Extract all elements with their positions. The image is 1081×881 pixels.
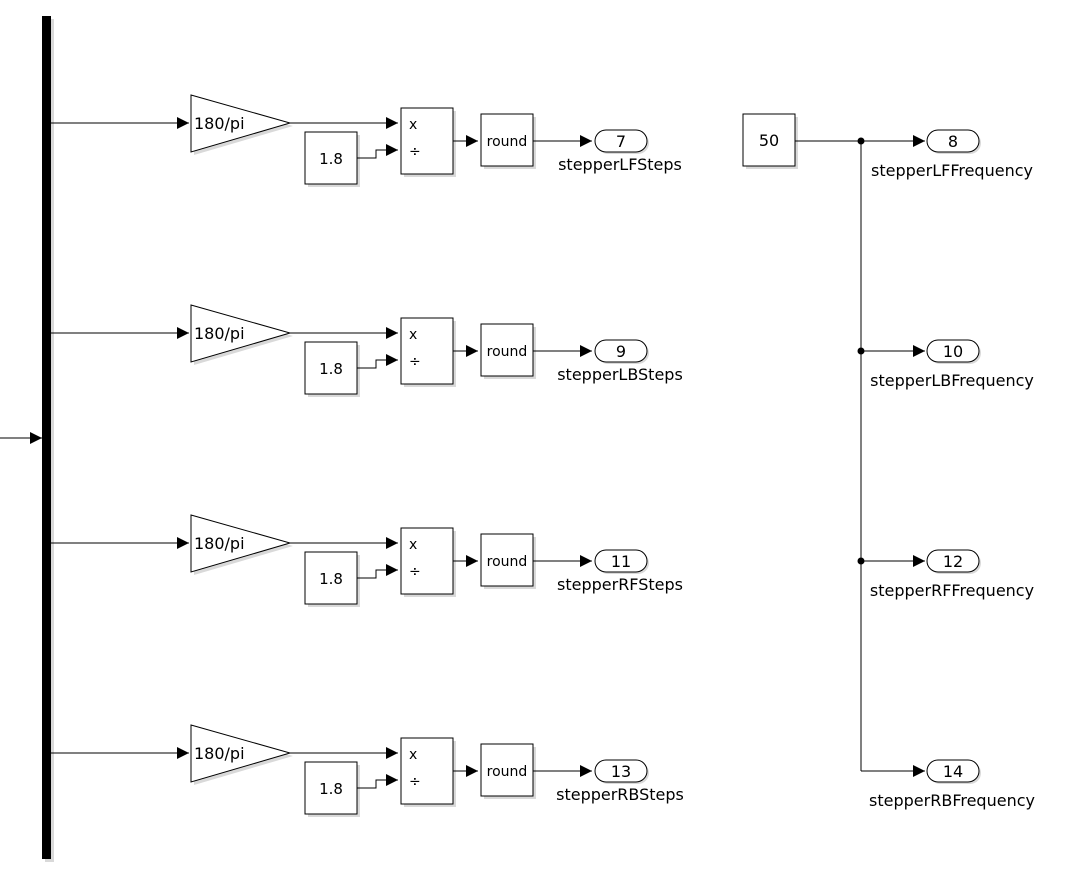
round-label: round xyxy=(487,764,528,780)
step-row-1: 180/pi 1.8 x ÷ round 7 stepperLFSteps xyxy=(51,94,682,187)
gain-block[interactable] xyxy=(190,514,292,573)
steps-outport[interactable] xyxy=(594,549,648,573)
frequency-outport-number: 8 xyxy=(948,132,958,151)
round-label: round xyxy=(487,344,528,360)
round-block[interactable] xyxy=(480,743,534,797)
steps-outport-label: stepperLFSteps xyxy=(558,155,682,174)
steps-outport[interactable] xyxy=(594,339,648,363)
product-block[interactable] xyxy=(400,737,454,805)
constant-to-product-line[interactable] xyxy=(357,354,398,369)
frequency-outport-number: 14 xyxy=(943,762,963,781)
frequency-section: 50 8 stepperLFFrequency 10 stepperLBFrequenc… xyxy=(742,113,1035,810)
gain-label: 180/pi xyxy=(194,534,245,553)
frequency-constant-label: 50 xyxy=(759,131,779,150)
steps-outport[interactable] xyxy=(594,129,648,153)
frequency-outport[interactable] xyxy=(926,339,980,363)
frequency-outport[interactable] xyxy=(926,129,980,153)
divisor-constant-block[interactable] xyxy=(304,341,358,395)
steps-outport[interactable] xyxy=(594,759,648,783)
constant-to-product-line[interactable] xyxy=(357,774,398,789)
gain-block[interactable] xyxy=(190,94,292,153)
frequency-constant-block[interactable] xyxy=(742,113,796,167)
constant-to-product-line[interactable] xyxy=(357,564,398,579)
gain-block[interactable] xyxy=(190,724,292,783)
divisor-constant-block[interactable] xyxy=(304,551,358,605)
divisor-constant-label: 1.8 xyxy=(319,360,343,378)
gain-label: 180/pi xyxy=(194,324,245,343)
product-multiply-sign: x xyxy=(409,747,417,763)
step-row-3: 180/pi 1.8 x ÷ round 11 stepperRFSteps xyxy=(51,514,683,607)
divisor-constant-block[interactable] xyxy=(304,131,358,185)
round-block[interactable] xyxy=(480,323,534,377)
frequency-outport-label: stepperRFFrequency xyxy=(870,581,1034,600)
frequency-outport-number: 10 xyxy=(943,342,963,361)
product-multiply-sign: x xyxy=(409,117,417,133)
divisor-constant-label: 1.8 xyxy=(319,570,343,588)
round-label: round xyxy=(487,554,528,570)
demux-bar[interactable] xyxy=(42,16,51,859)
product-multiply-sign: x xyxy=(409,327,417,343)
frequency-outport-label: stepperLBFrequency xyxy=(870,371,1034,390)
divisor-constant-block[interactable] xyxy=(304,761,358,815)
frequency-outport-label: stepperRBFrequency xyxy=(869,791,1035,810)
steps-outport-label: stepperLBSteps xyxy=(557,365,683,384)
steps-outport-number: 7 xyxy=(616,132,626,151)
divisor-constant-label: 1.8 xyxy=(319,150,343,168)
gain-label: 180/pi xyxy=(194,744,245,763)
step-row-2: 180/pi 1.8 x ÷ round 9 stepperLBSteps xyxy=(51,304,683,397)
steps-outport-label: stepperRBSteps xyxy=(556,785,684,804)
step-row-4: 180/pi 1.8 x ÷ round 13 stepperRBSteps xyxy=(51,724,684,817)
product-divide-sign: ÷ xyxy=(409,354,421,370)
frequency-outport[interactable] xyxy=(926,759,980,783)
gain-label: 180/pi xyxy=(194,114,245,133)
frequency-outport-label: stepperLFFrequency xyxy=(871,161,1033,180)
constant-to-product-line[interactable] xyxy=(357,144,398,159)
steps-outport-label: stepperRFSteps xyxy=(557,575,683,594)
round-block[interactable] xyxy=(480,113,534,167)
product-divide-sign: ÷ xyxy=(409,564,421,580)
steps-outport-number: 13 xyxy=(611,762,631,781)
frequency-outport[interactable] xyxy=(926,549,980,573)
gain-block[interactable] xyxy=(190,304,292,363)
round-block[interactable] xyxy=(480,533,534,587)
product-divide-sign: ÷ xyxy=(409,144,421,160)
product-divide-sign: ÷ xyxy=(409,774,421,790)
divisor-constant-label: 1.8 xyxy=(319,780,343,798)
round-label: round xyxy=(487,134,528,150)
steps-outport-number: 9 xyxy=(616,342,626,361)
product-multiply-sign: x xyxy=(409,537,417,553)
product-block[interactable] xyxy=(400,317,454,385)
frequency-outport-number: 12 xyxy=(943,552,963,571)
steps-outport-number: 11 xyxy=(611,552,631,571)
